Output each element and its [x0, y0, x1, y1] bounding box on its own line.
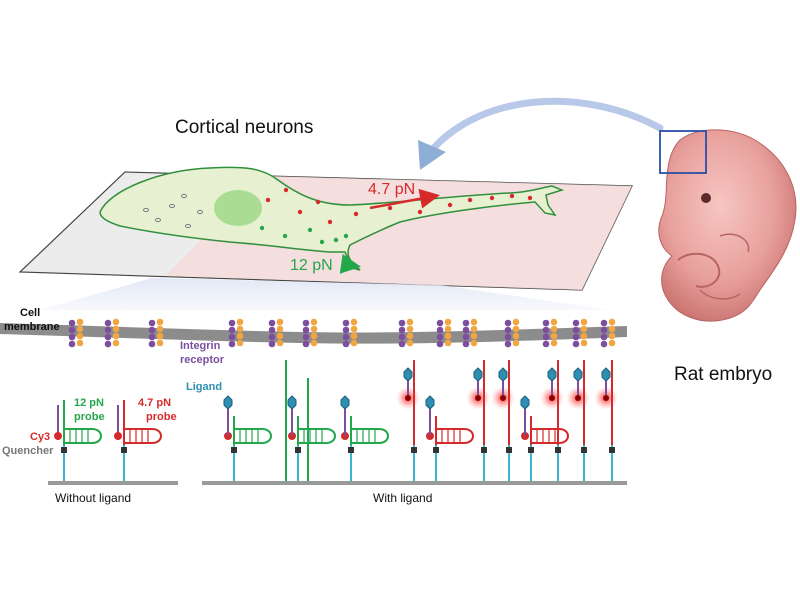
title: Cortical neurons: [175, 117, 313, 138]
cy3-dye: [549, 395, 555, 401]
neuron-nucleus: [214, 190, 262, 226]
integrin-receptor: [68, 318, 84, 348]
probe-green-label-line2: probe: [74, 411, 105, 423]
integrin-receptor: [504, 318, 520, 348]
integrin-receptor: [228, 318, 244, 348]
rat-embryo: [658, 129, 797, 322]
probe-closed: [425, 395, 474, 481]
ligand: [425, 395, 435, 410]
ligand: [498, 367, 508, 382]
without-ligand-label: Without ligand: [55, 491, 131, 505]
quencher: [433, 447, 439, 453]
quencher-label: Quencher: [2, 445, 54, 457]
substrate-without-ligand: [48, 481, 178, 485]
substrate-with-ligand: [202, 481, 627, 485]
integrin-receptor: [302, 318, 318, 348]
cy3-dye: [475, 395, 481, 401]
quencher: [121, 447, 127, 453]
probe-green-label-line1: 12 pN: [74, 397, 104, 409]
quencher: [581, 447, 587, 453]
probe-red-label-line1: 4.7 pN: [138, 397, 171, 409]
quencher: [411, 447, 417, 453]
integrin-receptor: [462, 318, 478, 348]
cy3-dye: [405, 395, 411, 401]
red-force-arrow: [369, 188, 440, 210]
integrin-label-line2: receptor: [180, 354, 225, 366]
cy3-dye: [54, 432, 62, 440]
probe-closed: [223, 395, 272, 481]
tension-probes: [54, 360, 618, 481]
ligand: [601, 367, 611, 382]
probe-open: [566, 360, 590, 481]
probe-open: [594, 360, 618, 481]
cy3-dye: [500, 395, 506, 401]
probe-closed: [520, 395, 569, 481]
quencher: [481, 447, 487, 453]
probe-red-label-line2: probe: [146, 411, 177, 423]
probe-12pn-without-ligand: [54, 400, 102, 481]
quencher: [61, 447, 67, 453]
neuron: [99, 166, 565, 271]
zoom-beam: [40, 278, 610, 310]
ligand: [473, 367, 483, 382]
cy3-dye: [114, 432, 122, 440]
integrin-receptor: [398, 318, 414, 348]
quencher: [231, 447, 237, 453]
probe-open: [491, 360, 515, 481]
probe-closed: [340, 395, 389, 481]
red-force-label: 4.7 pN: [368, 181, 415, 198]
probe-closed: [287, 395, 336, 481]
integrin-receptor: [268, 318, 284, 348]
green-force-arrow: [339, 253, 361, 274]
integrin-receptors: [68, 318, 616, 348]
quencher: [528, 447, 534, 453]
probe-47pn-without-ligand: [114, 400, 162, 481]
cy3-dye: [575, 395, 581, 401]
quencher: [609, 447, 615, 453]
cy3-label: Cy3: [30, 431, 50, 443]
green-force-label: 12 pN: [290, 257, 333, 274]
quencher: [506, 447, 512, 453]
quencher: [348, 447, 354, 453]
integrin-receptor: [342, 318, 358, 348]
integrin-label-line1: Integrin: [180, 340, 221, 352]
integrin-receptor: [104, 318, 120, 348]
ligand: [547, 367, 557, 382]
ligand: [223, 395, 233, 410]
cy3-dye: [603, 395, 609, 401]
curved-arrow: [418, 97, 664, 170]
membrane-label-line2: membrane: [4, 321, 60, 333]
membrane-label-line1: Cell: [20, 307, 40, 319]
probe-open: [396, 360, 420, 481]
probe-open: [540, 360, 564, 481]
selection-box: [659, 130, 707, 174]
integrin-receptor: [572, 318, 588, 348]
ligand: [287, 395, 297, 410]
ligand: [573, 367, 583, 382]
ligand: [340, 395, 350, 410]
embryo-label: Rat embryo: [674, 364, 772, 385]
with-ligand-label: With ligand: [373, 491, 432, 505]
integrin-receptor: [436, 318, 452, 348]
quencher: [295, 447, 301, 453]
integrin-receptor: [600, 318, 616, 348]
integrin-receptor: [148, 318, 164, 348]
quencher: [555, 447, 561, 453]
ligand-label: Ligand: [186, 381, 222, 393]
probe-open: [466, 360, 490, 481]
integrin-receptor: [542, 318, 558, 348]
ligand: [403, 367, 413, 382]
embryo-eye: [701, 193, 711, 203]
ligand: [520, 395, 530, 410]
